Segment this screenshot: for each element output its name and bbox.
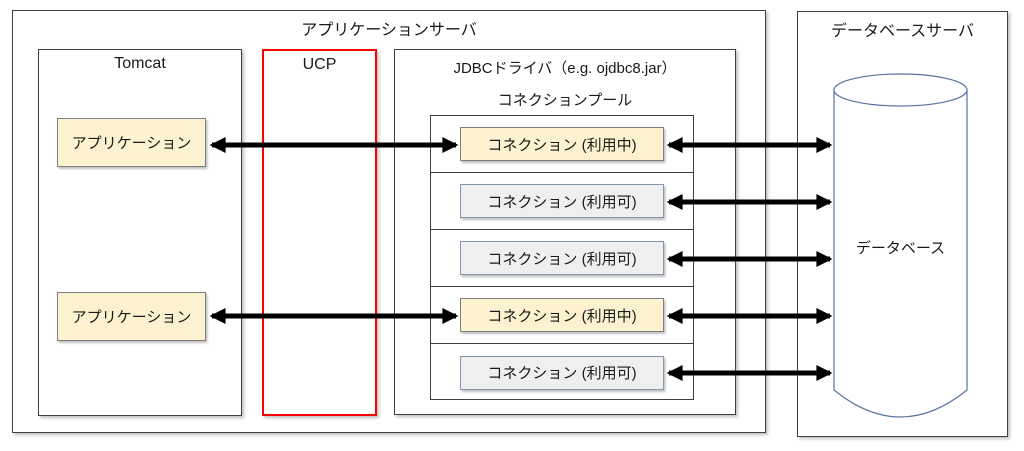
jdbc-driver-title: JDBCドライバ（e.g. ojdbc8.jar） xyxy=(453,60,677,77)
connection-node-4-label: コネクション (利用中) xyxy=(487,307,637,325)
connection-node-3: コネクション (利用可) xyxy=(460,241,664,275)
pool-row: コネクション (利用可) xyxy=(431,173,693,230)
connection-node-1-label: コネクション (利用中) xyxy=(487,136,637,154)
pool-row: コネクション (利用可) xyxy=(431,344,693,401)
pool-row: コネクション (利用可) xyxy=(431,230,693,287)
database-server-title: データベースサーバ xyxy=(830,23,975,40)
pool-row: コネクション (利用中) xyxy=(431,116,693,173)
ucp-box: UCP xyxy=(262,49,377,416)
database-cylinder-icon xyxy=(833,73,968,418)
connection-node-3-label: コネクション (利用可) xyxy=(487,250,637,268)
connection-pool-title: コネクションプール xyxy=(497,92,633,109)
connection-node-5-label: コネクション (利用可) xyxy=(487,365,637,382)
pool-row: コネクション (利用中) xyxy=(431,287,693,344)
connection-node-2-label: コネクション (利用可) xyxy=(487,193,637,211)
connection-node-1: コネクション (利用中) xyxy=(460,127,664,161)
application-node-2-label: アプリケーション xyxy=(71,309,192,326)
ucp-title: UCP xyxy=(302,56,337,73)
application-node-1: アプリケーション xyxy=(57,118,206,167)
connection-node-4: コネクション (利用中) xyxy=(460,298,664,332)
connection-pool-box: コネクション (利用中) コネクション (利用可) コネクション (利用可) コ… xyxy=(430,115,694,400)
tomcat-title: Tomcat xyxy=(114,55,166,72)
application-node-1-label: アプリケーション xyxy=(71,135,192,152)
database-label: データベース xyxy=(855,240,946,257)
application-node-2: アプリケーション xyxy=(57,292,206,341)
tomcat-box: Tomcat xyxy=(38,49,242,416)
application-server-title: アプリケーションサーバ xyxy=(301,22,477,39)
connection-node-2: コネクション (利用可) xyxy=(460,184,664,218)
connection-node-5: コネクション (利用可) xyxy=(460,355,664,390)
